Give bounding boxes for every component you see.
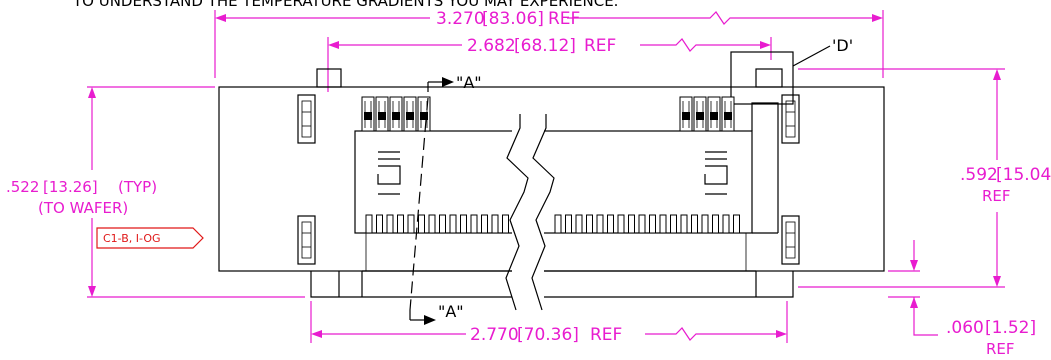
inner-ref: REF bbox=[584, 36, 616, 56]
wafer-teeth bbox=[365, 214, 740, 234]
dim-inner: 2.682 [68.12] REF bbox=[327, 36, 772, 92]
tag-label: C1-B, I-OG bbox=[103, 232, 161, 245]
wafer-tooth bbox=[638, 214, 646, 234]
wafer-tooth bbox=[407, 214, 415, 234]
detail-callout: 'D' bbox=[730, 36, 853, 105]
pin-group-left bbox=[361, 96, 431, 132]
latch-windows bbox=[297, 94, 800, 265]
dim-bottom: 2.770 [70.36] REF bbox=[310, 301, 788, 345]
wafer-tooth bbox=[607, 214, 614, 234]
dim-overall: 3.270 [83.06] REF bbox=[214, 9, 884, 78]
wafer-tooth bbox=[418, 214, 425, 234]
wafer-tooth bbox=[565, 214, 572, 234]
latch-window-bottom-right bbox=[781, 215, 800, 265]
height-left-typ: (TYP) bbox=[118, 178, 157, 196]
contact-pin-mark bbox=[710, 112, 718, 120]
wafer-tooth bbox=[670, 214, 677, 234]
overall-mm: [83.06] bbox=[482, 9, 544, 29]
contact-pin-mark bbox=[364, 112, 372, 120]
wafer-tooth bbox=[596, 214, 604, 234]
wafer-tooth bbox=[502, 214, 509, 234]
section-line-a: "A" "A" bbox=[409, 73, 482, 325]
wafer-tooth bbox=[428, 214, 436, 234]
wafer-tooth bbox=[554, 214, 562, 234]
wafer-tooth bbox=[575, 214, 583, 234]
overall-inch: 3.270 bbox=[436, 9, 485, 29]
wafer-tooth bbox=[691, 214, 698, 234]
contact-pin-mark bbox=[392, 112, 400, 120]
polarization-key-left bbox=[377, 151, 401, 195]
overall-ref: REF bbox=[548, 9, 580, 29]
wafer-tooth bbox=[397, 214, 404, 234]
wafer-tooth bbox=[470, 214, 478, 234]
wafer-tooth bbox=[733, 214, 740, 234]
connector-body bbox=[218, 68, 885, 298]
wafer-tooth bbox=[680, 214, 688, 234]
detail-label: 'D' bbox=[832, 36, 853, 55]
wafer-tooth bbox=[649, 214, 656, 234]
header-note: TO UNDERSTAND THE TEMPERATURE GRADIENTS … bbox=[72, 0, 618, 10]
bottom-ref: REF bbox=[590, 325, 622, 345]
standoff-mm: [1.52] bbox=[985, 318, 1036, 338]
standoff-inch: .060 bbox=[946, 318, 984, 338]
dim-standoff: .060 [1.52] REF bbox=[888, 240, 1036, 358]
contact-pin-mark bbox=[724, 112, 732, 120]
wafer-tooth bbox=[449, 214, 457, 234]
polarization-key-right bbox=[704, 151, 728, 195]
inner-mm: [68.12] bbox=[514, 36, 576, 56]
dim-height-left: .522 [13.26] (TYP) (TO WAFER) bbox=[6, 86, 305, 298]
wafer-tooth bbox=[586, 214, 593, 234]
wafer-tooth bbox=[460, 214, 467, 234]
wafer-tooth bbox=[439, 214, 446, 234]
wafer-tooth bbox=[659, 214, 667, 234]
contact-pin-mark bbox=[406, 112, 414, 120]
wafer-tooth bbox=[617, 214, 625, 234]
height-right-inch: .592 bbox=[960, 165, 998, 185]
reference-tag: C1-B, I-OG bbox=[96, 227, 204, 249]
inner-inch: 2.682 bbox=[467, 36, 516, 56]
height-right-ref: REF bbox=[982, 187, 1011, 205]
wafer-tooth bbox=[628, 214, 635, 234]
section-label-top: "A" bbox=[456, 73, 482, 92]
wafer-tooth bbox=[376, 214, 383, 234]
contact-pin-mark bbox=[682, 112, 690, 120]
bottom-mm: [70.36] bbox=[517, 325, 579, 345]
break-lines bbox=[505, 100, 555, 315]
wafer-tooth bbox=[491, 214, 499, 234]
wafer-tooth bbox=[365, 214, 373, 234]
latch-window-top-right bbox=[781, 94, 800, 144]
contact-pin-mark bbox=[420, 112, 428, 120]
pin-group-right bbox=[679, 96, 735, 132]
wafer-tooth bbox=[386, 214, 394, 234]
latch-window-bottom-left bbox=[297, 215, 316, 265]
standoff-ref: REF bbox=[986, 340, 1015, 358]
bottom-inch: 2.770 bbox=[470, 325, 519, 345]
height-left-mm: [13.26] bbox=[43, 178, 98, 196]
contact-pin-mark bbox=[696, 112, 704, 120]
section-label-bottom: "A" bbox=[438, 302, 464, 321]
wafer-tooth bbox=[481, 214, 488, 234]
wafer-tooth bbox=[701, 214, 709, 234]
latch-window-top-left bbox=[297, 94, 316, 144]
height-left-note: (TO WAFER) bbox=[38, 199, 128, 217]
wafer-tooth bbox=[712, 214, 719, 234]
wafer-tooth bbox=[722, 214, 730, 234]
dim-height-right: .592 [15.04] REF bbox=[798, 68, 1051, 288]
height-left-inch: .522 bbox=[6, 178, 39, 196]
contact-pin-mark bbox=[378, 112, 386, 120]
height-right-mm: [15.04] bbox=[996, 165, 1051, 185]
